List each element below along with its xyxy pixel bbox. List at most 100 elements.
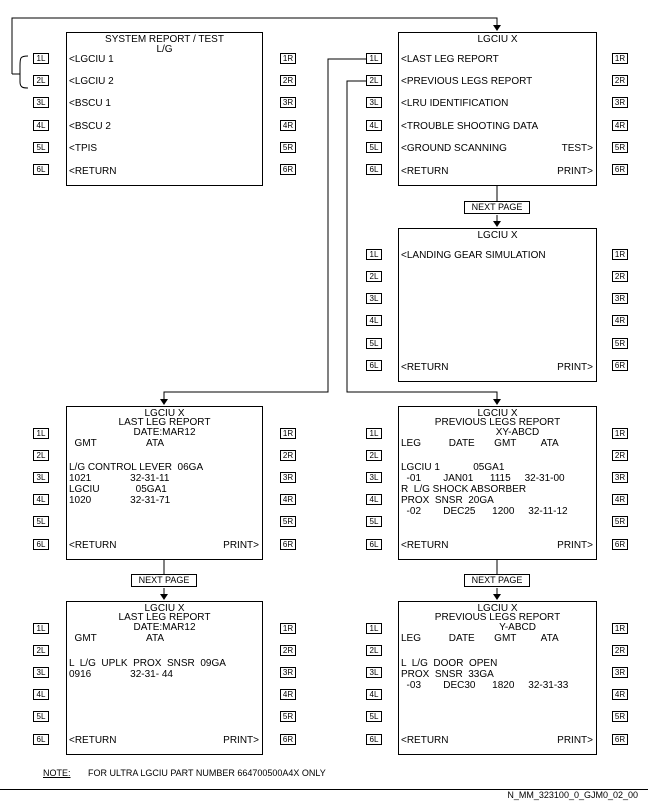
line-key-4l[interactable]: 4L [33,689,49,700]
menu-item-return[interactable]: <RETURN [401,735,449,746]
line-key-4r[interactable]: 4R [612,689,628,700]
line-key-4r[interactable]: 4R [612,120,628,131]
line-key-1r[interactable]: 1R [280,623,296,634]
line-key-5r[interactable]: 5R [612,711,628,722]
line-key-6l[interactable]: 6L [33,539,49,550]
line-key-2l[interactable]: 2L [366,645,382,656]
line-key-6l[interactable]: 6L [366,360,382,371]
menu-item-print[interactable]: PRINT> [223,540,259,551]
menu-item-return[interactable]: <RETURN [69,540,117,551]
line-key-4l[interactable]: 4L [366,315,382,326]
menu-item-previous-legs-report[interactable]: <PREVIOUS LEGS REPORT [401,76,533,87]
line-key-3l[interactable]: 3L [33,97,49,108]
line-key-2r[interactable]: 2R [280,75,296,86]
line-key-2l[interactable]: 2L [33,75,49,86]
line-key-5l[interactable]: 5L [33,516,49,527]
line-key-1r[interactable]: 1R [612,53,628,64]
line-key-5l[interactable]: 5L [366,516,382,527]
menu-item-return[interactable]: <RETURN [401,540,449,551]
line-key-6l[interactable]: 6L [33,734,49,745]
menu-item-bscu-2[interactable]: <BSCU 2 [69,121,111,132]
line-key-2l[interactable]: 2L [366,75,382,86]
menu-item-bscu-1[interactable]: <BSCU 1 [69,98,111,109]
line-key-5l[interactable]: 5L [366,338,382,349]
line-key-3r[interactable]: 3R [612,293,628,304]
line-key-5r[interactable]: 5R [280,516,296,527]
line-key-3l[interactable]: 3L [366,667,382,678]
line-key-4l[interactable]: 4L [366,689,382,700]
line-key-6r[interactable]: 6R [612,360,628,371]
line-key-5l[interactable]: 5L [33,142,49,153]
line-key-3l[interactable]: 3L [366,293,382,304]
line-key-6r[interactable]: 6R [612,164,628,175]
line-key-3r[interactable]: 3R [612,472,628,483]
menu-item-test[interactable]: TEST> [561,143,593,154]
line-key-1l[interactable]: 1L [366,623,382,634]
menu-item-print[interactable]: PRINT> [223,735,259,746]
line-key-6r[interactable]: 6R [280,539,296,550]
line-key-4r[interactable]: 4R [612,494,628,505]
line-key-6r[interactable]: 6R [612,734,628,745]
line-key-2l[interactable]: 2L [33,645,49,656]
line-key-6l[interactable]: 6L [366,539,382,550]
line-key-4l[interactable]: 4L [366,120,382,131]
menu-item-trouble-shooting-data[interactable]: <TROUBLE SHOOTING DATA [401,121,539,132]
line-key-1l[interactable]: 1L [366,428,382,439]
menu-item-return[interactable]: <RETURN [69,735,117,746]
line-key-4l[interactable]: 4L [33,120,49,131]
line-key-1r[interactable]: 1R [280,428,296,439]
menu-item-tpis[interactable]: <TPIS [69,143,98,154]
line-key-5r[interactable]: 5R [280,142,296,153]
menu-item-ground-scanning[interactable]: <GROUND SCANNING [401,143,507,154]
line-key-6r[interactable]: 6R [280,734,296,745]
line-key-3r[interactable]: 3R [612,97,628,108]
menu-item-return[interactable]: <RETURN [401,362,449,373]
line-key-3l[interactable]: 3L [366,97,382,108]
line-key-6l[interactable]: 6L [366,734,382,745]
line-key-4r[interactable]: 4R [280,120,296,131]
line-key-3l[interactable]: 3L [33,472,49,483]
line-key-2l[interactable]: 2L [366,271,382,282]
line-key-6r[interactable]: 6R [280,164,296,175]
line-key-5r[interactable]: 5R [612,516,628,527]
line-key-5r[interactable]: 5R [612,338,628,349]
line-key-3r[interactable]: 3R [280,472,296,483]
line-key-4r[interactable]: 4R [280,494,296,505]
menu-item-print[interactable]: PRINT> [557,540,593,551]
line-key-2r[interactable]: 2R [612,75,628,86]
line-key-1r[interactable]: 1R [612,623,628,634]
line-key-5r[interactable]: 5R [280,711,296,722]
line-key-3r[interactable]: 3R [280,667,296,678]
line-key-3r[interactable]: 3R [280,97,296,108]
line-key-6l[interactable]: 6L [33,164,49,175]
line-key-2l[interactable]: 2L [366,450,382,461]
line-key-5r[interactable]: 5R [612,142,628,153]
line-key-5l[interactable]: 5L [366,711,382,722]
line-key-2r[interactable]: 2R [612,645,628,656]
line-key-1r[interactable]: 1R [612,428,628,439]
line-key-5l[interactable]: 5L [366,142,382,153]
line-key-4r[interactable]: 4R [612,315,628,326]
line-key-2r[interactable]: 2R [280,645,296,656]
line-key-1r[interactable]: 1R [280,53,296,64]
menu-item-lru-identification[interactable]: <LRU IDENTIFICATION [401,98,509,109]
line-key-2r[interactable]: 2R [612,450,628,461]
line-key-1l[interactable]: 1L [33,53,49,64]
line-key-2r[interactable]: 2R [612,271,628,282]
line-key-2r[interactable]: 2R [280,450,296,461]
menu-item-landing-gear-simulation[interactable]: <LANDING GEAR SIMULATION [401,250,546,261]
line-key-1l[interactable]: 1L [366,53,382,64]
line-key-5l[interactable]: 5L [33,711,49,722]
line-key-4l[interactable]: 4L [33,494,49,505]
menu-item-last-leg-report[interactable]: <LAST LEG REPORT [401,54,499,65]
line-key-3l[interactable]: 3L [33,667,49,678]
menu-item-lgciu-1[interactable]: <LGCIU 1 [69,54,114,65]
line-key-3r[interactable]: 3R [612,667,628,678]
line-key-1l[interactable]: 1L [366,249,382,260]
line-key-2l[interactable]: 2L [33,450,49,461]
line-key-6r[interactable]: 6R [612,539,628,550]
menu-item-return[interactable]: <RETURN [69,166,117,177]
menu-item-print[interactable]: PRINT> [557,735,593,746]
line-key-4r[interactable]: 4R [280,689,296,700]
line-key-1l[interactable]: 1L [33,623,49,634]
